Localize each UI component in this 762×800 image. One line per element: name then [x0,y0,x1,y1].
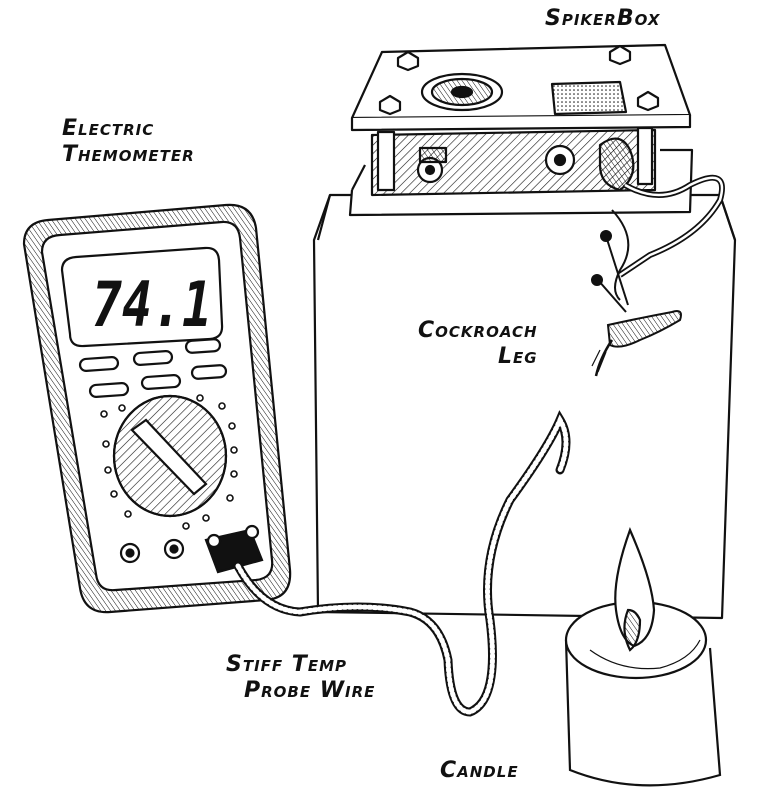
label-candle: Candle [440,758,519,784]
label-leg-line2: Leg [418,344,538,370]
speaker-grill-icon [422,74,502,110]
multimeter [24,205,290,612]
label-cockroach-leg: Cockroach Leg [418,318,538,370]
rotary-dial-icon [114,396,226,516]
meter-readout: 74.1 [92,268,212,341]
label-wire-line1: Stiff Temp [226,652,375,678]
base-box [314,195,735,618]
label-thermometer: Electric Themometer [62,116,195,168]
label-leg-line1: Cockroach [418,318,538,344]
label-spikerbox: SpikerBox [545,6,660,32]
label-wire-line2: Probe Wire [226,678,375,704]
label-probe-wire: Stiff Temp Probe Wire [226,652,375,704]
label-thermometer-line2: Themometer [62,142,195,168]
label-thermometer-line1: Electric [62,116,195,142]
foam-pad [552,82,626,114]
